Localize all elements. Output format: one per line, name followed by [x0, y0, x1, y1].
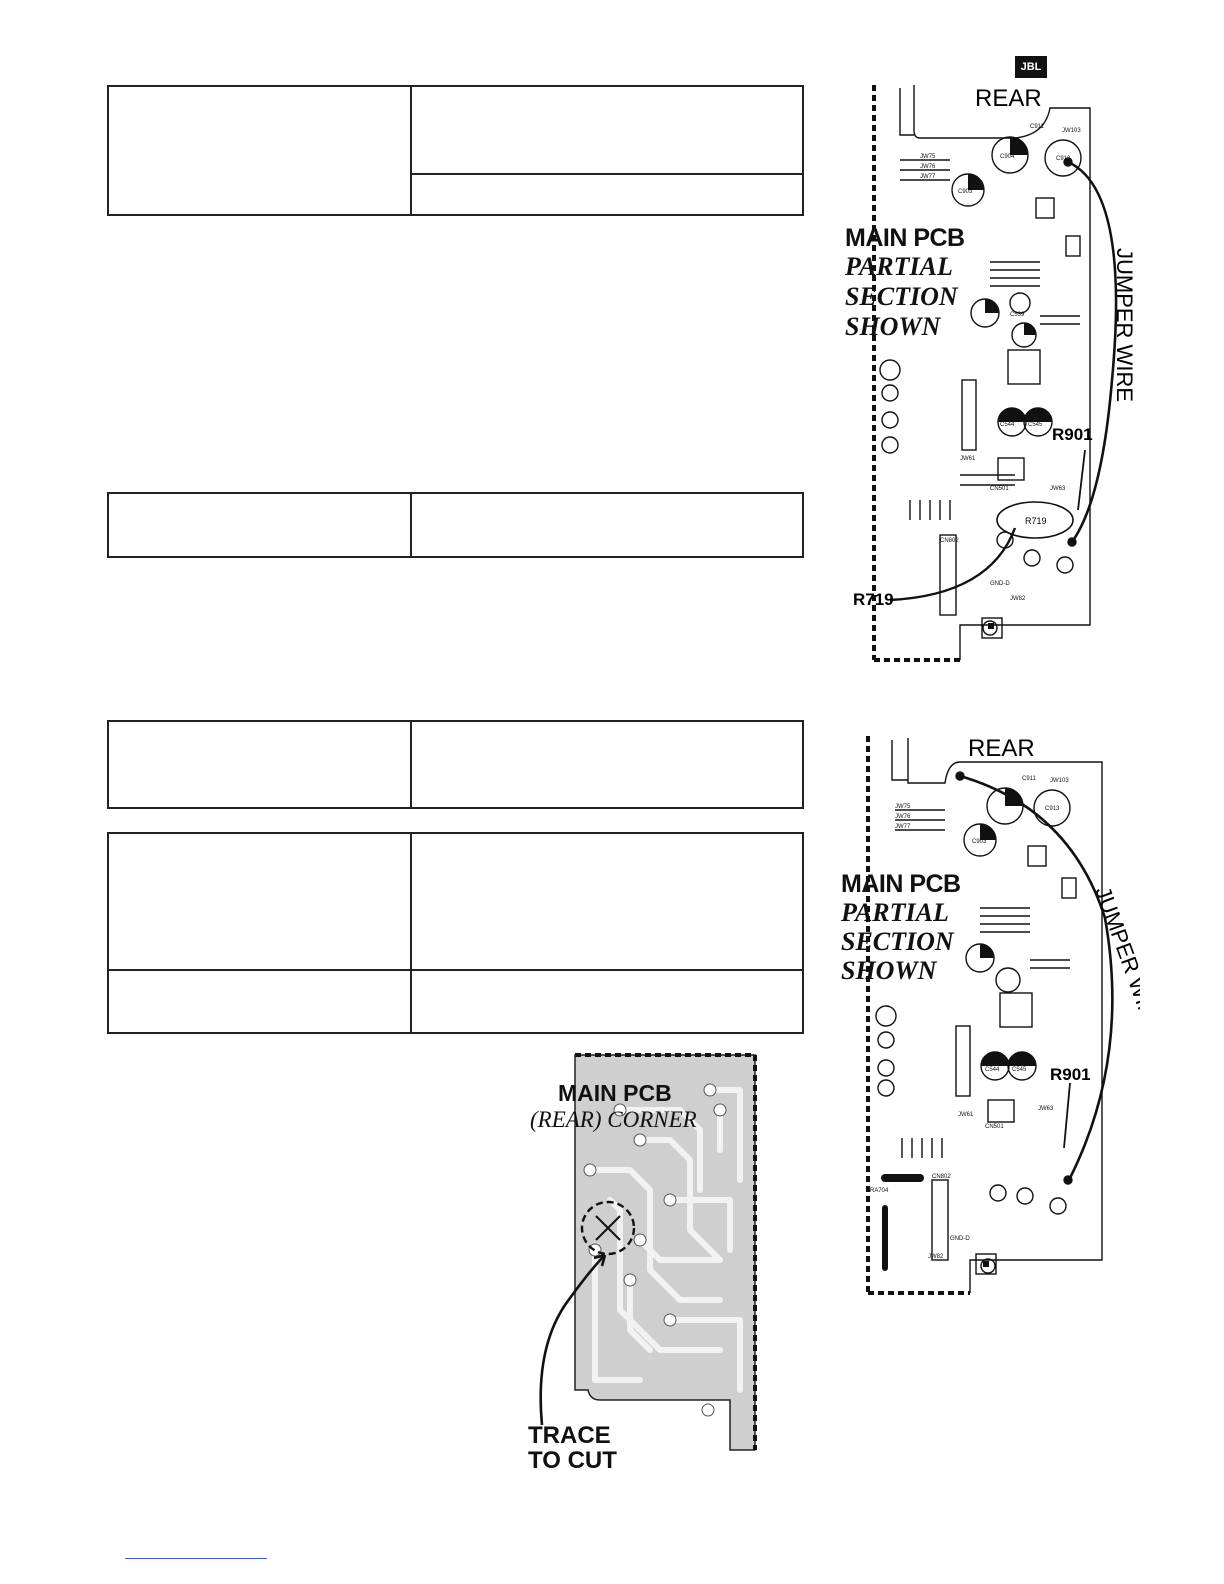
spec-table-2 [107, 492, 804, 558]
svg-text:CN501: CN501 [990, 486, 1009, 492]
svg-text:JW61: JW61 [958, 1112, 974, 1118]
svg-text:C539: C539 [1010, 312, 1025, 318]
rear-label: REAR [968, 735, 1035, 762]
svg-text:CN802: CN802 [932, 1174, 951, 1180]
footer-link-underline[interactable] [125, 1558, 267, 1559]
svg-text:C544: C544 [985, 1067, 1000, 1073]
svg-text:JW75: JW75 [895, 804, 911, 810]
svg-text:C913: C913 [1045, 806, 1060, 812]
shown-label: SHOWN [841, 956, 937, 985]
shown-label: SHOWN [845, 312, 941, 341]
trace-label: TRACE [528, 1422, 611, 1449]
svg-text:JW82: JW82 [1010, 596, 1026, 602]
svg-text:C545: C545 [1012, 1067, 1027, 1073]
svg-text:JW82: JW82 [928, 1254, 944, 1260]
rear-corner-label: (REAR) CORNER [530, 1107, 697, 1132]
svg-text:CN501: CN501 [985, 1124, 1004, 1130]
rear-label: REAR [975, 85, 1042, 112]
svg-text:C544: C544 [1000, 422, 1015, 428]
r719-part-label: R719 [1025, 516, 1047, 526]
r901-label: R901 [1050, 1065, 1091, 1084]
spec-table-3 [107, 720, 804, 809]
svg-text:JW103: JW103 [1062, 128, 1081, 134]
partial-label: PARTIAL [841, 898, 949, 927]
jbl-logo: JBL [1015, 56, 1047, 78]
svg-text:JW76: JW76 [895, 814, 911, 820]
pcb-rear-corner-diagram [539, 1053, 757, 1451]
svg-text:C911: C911 [1022, 776, 1037, 782]
r901-label: R901 [1052, 425, 1093, 444]
r719-callout-label: R719 [853, 590, 894, 609]
svg-text:GND-D: GND-D [990, 581, 1010, 587]
to-cut-label: TO CUT [528, 1447, 617, 1474]
svg-text:RA704: RA704 [870, 1188, 889, 1194]
svg-text:JW63: JW63 [1050, 486, 1066, 492]
section-label: SECTION [841, 927, 954, 956]
svg-text:CN802: CN802 [940, 538, 959, 544]
svg-text:C903: C903 [958, 189, 973, 195]
partial-label: PARTIAL [845, 252, 953, 281]
svg-text:C904: C904 [1000, 154, 1015, 160]
svg-text:JW103: JW103 [1050, 778, 1069, 784]
main-pcb-label: MAIN PCB [841, 870, 961, 898]
svg-text:JW77: JW77 [895, 824, 911, 830]
svg-text:C903: C903 [972, 839, 987, 845]
spec-table-1 [107, 85, 804, 216]
svg-text:GND-D: GND-D [950, 1236, 970, 1242]
svg-text:JW77: JW77 [920, 174, 936, 180]
section-label: SECTION [845, 282, 958, 311]
main-pcb-label: MAIN PCB [845, 224, 965, 252]
svg-text:JW63: JW63 [1038, 1106, 1054, 1112]
svg-text:C545: C545 [1028, 422, 1043, 428]
svg-text:JW75: JW75 [920, 154, 936, 160]
svg-text:JW76: JW76 [920, 164, 936, 170]
svg-text:C911: C911 [1030, 124, 1045, 130]
jumper-wire-label: JUMPER WIRE [1090, 883, 1140, 1036]
spec-table-4 [107, 832, 804, 1034]
svg-text:C913: C913 [1056, 156, 1071, 162]
svg-text:JW61: JW61 [960, 456, 976, 462]
main-pcb-corner-label: MAIN PCB [558, 1080, 672, 1106]
jumper-wire-label: JUMPER WIRE [1112, 248, 1137, 402]
